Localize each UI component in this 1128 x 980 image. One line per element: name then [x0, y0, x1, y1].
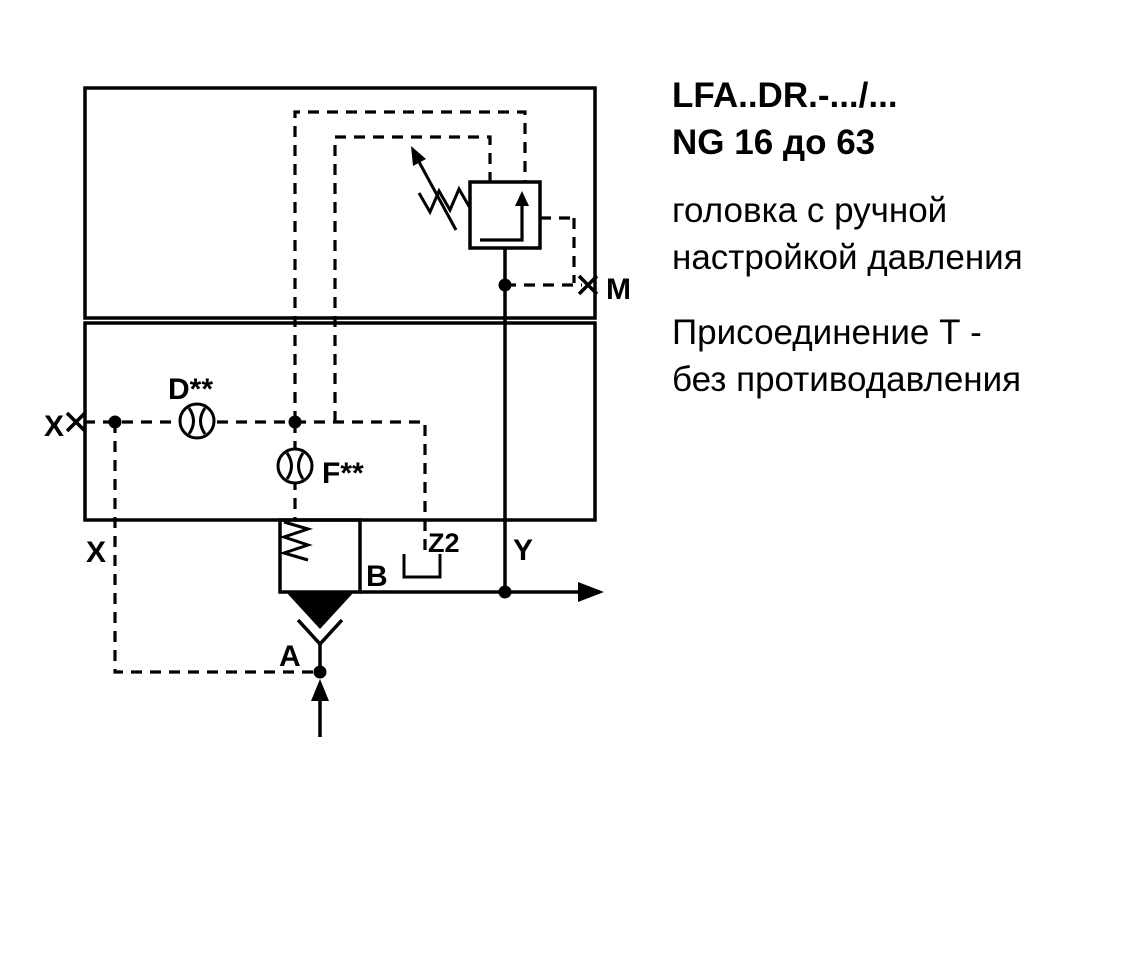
model-code: LFA..DR.-.../...: [672, 76, 898, 115]
z2-bracket-icon: [402, 554, 442, 579]
label-port-y: Y: [513, 534, 533, 567]
poppet-icon: [286, 592, 354, 629]
label-port-x: X: [44, 410, 64, 443]
orifice-f-icon: [276, 447, 314, 485]
description-line-4: без противодавления: [672, 360, 1022, 399]
inlet-arrowhead: [311, 679, 329, 701]
orifice-f-left-arc: [285, 452, 293, 480]
housing-upper-block: [83, 86, 597, 320]
relief-valve-flow-arrowhead: [515, 191, 529, 206]
description-line-2: настройкой давления: [672, 238, 1023, 277]
junction-dot-a: [313, 665, 327, 679]
orifice-d-right-arc: [199, 407, 207, 435]
port-x-plug-mark-2: [65, 411, 87, 433]
label-port-a: A: [279, 640, 301, 673]
description-line-3: Присоединение Т -: [672, 313, 982, 352]
junction-dot-x: [108, 415, 122, 429]
pilot-line-outer-loop: [293, 110, 527, 422]
label-port-x-lower: X: [86, 536, 106, 569]
relief-valve-flow-path: [480, 203, 524, 242]
adjustment-arrow-shaft: [416, 159, 458, 231]
drain-arrowhead: [578, 582, 604, 602]
label-port-z2: Z2: [428, 528, 460, 558]
description-block: LFA..DR.-.../... NG 16 до 63 головка с р…: [672, 72, 1112, 403]
junction-dot-m: [498, 278, 512, 292]
cartridge-spring-icon: [278, 520, 314, 562]
pilot-line-inner-loop: [333, 135, 492, 422]
label-port-b: B: [366, 560, 388, 593]
port-m-plug-mark-2: [577, 274, 599, 296]
pilot-line-z2: [295, 420, 427, 550]
orifice-d-icon: [178, 402, 216, 440]
description-line-1: головка с ручной: [672, 191, 948, 230]
label-orifice-f: F**: [322, 457, 364, 490]
relief-valve-body: [468, 180, 542, 250]
orifice-d-left-arc: [187, 407, 195, 435]
orifice-f-right-arc: [297, 452, 305, 480]
junction-dot-y: [498, 585, 512, 599]
junction-dot-pilot: [288, 415, 302, 429]
pilot-line-a: [113, 422, 320, 674]
nominal-size: NG 16 до 63: [672, 123, 876, 162]
relief-valve-spring-icon: [417, 185, 472, 216]
label-port-m: M: [606, 273, 631, 306]
adjustment-arrow-head: [411, 146, 426, 166]
label-orifice-d: D**: [168, 373, 213, 406]
